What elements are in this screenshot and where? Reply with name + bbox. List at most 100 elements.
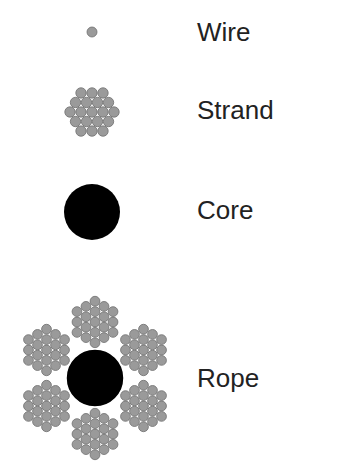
wire-circle (148, 386, 158, 396)
wire-circle (99, 424, 109, 434)
wire-circle (121, 391, 131, 401)
wire-circle (42, 356, 52, 366)
wire-circle (90, 296, 100, 306)
wire-circle (51, 396, 61, 406)
wire-circle (87, 107, 97, 117)
wire-circle (130, 330, 140, 340)
wire-circle (70, 97, 80, 107)
wire-circle (108, 307, 118, 317)
wire-circle (148, 396, 158, 406)
wire-circle (98, 88, 108, 98)
wire-circle (87, 27, 97, 37)
wire-circle (81, 322, 91, 332)
wire-circle (33, 361, 43, 371)
wire-circle (51, 340, 61, 350)
wire-circle (103, 116, 113, 126)
wire-circle (148, 340, 158, 350)
wire-circle (108, 440, 118, 450)
wire-circle (90, 408, 100, 418)
wire-circle (90, 338, 100, 348)
wire-circle (103, 97, 113, 107)
wire-circle (121, 356, 131, 366)
wire-circle (139, 356, 149, 366)
wire-circle (130, 417, 140, 427)
wire-circle (81, 434, 91, 444)
wire-circle (108, 419, 118, 429)
wire-circle (139, 335, 149, 345)
wire-circle (90, 440, 100, 450)
wire-circle (60, 412, 70, 422)
wire-circle (81, 97, 91, 107)
wire-circle (121, 401, 131, 411)
wire-circle (148, 330, 158, 340)
wire-circle (121, 345, 131, 355)
wire-circle (130, 386, 140, 396)
wire-circle (139, 380, 149, 390)
part-label: Strand (197, 97, 274, 123)
wire-circle (42, 345, 52, 355)
wire-circle (130, 340, 140, 350)
wire-circle (33, 386, 43, 396)
wire-circle (33, 350, 43, 360)
wire-circle (87, 126, 97, 136)
wire-circle (72, 429, 82, 439)
wire-circle (108, 328, 118, 338)
wire-circle (99, 434, 109, 444)
wire-circle (24, 391, 34, 401)
wire-circle (33, 396, 43, 406)
wire-circle (90, 419, 100, 429)
wire-circle (81, 116, 91, 126)
wire-circle (76, 107, 86, 117)
wire-circle (24, 335, 34, 345)
wire-circle (157, 401, 167, 411)
wire-circle (51, 350, 61, 360)
wire-circle (72, 440, 82, 450)
wire-circle (81, 312, 91, 322)
wire-circle (139, 366, 149, 376)
core-figure (64, 184, 120, 240)
wire-circle (139, 422, 149, 432)
wire-circle (99, 445, 109, 455)
wire-circle (157, 391, 167, 401)
wire-circle (130, 350, 140, 360)
part-label: Core (197, 197, 253, 223)
wire-circle (60, 391, 70, 401)
wire-circle (81, 414, 91, 424)
wire-circle (130, 396, 140, 406)
wire-circle (42, 422, 52, 432)
wire-circle (81, 333, 91, 343)
rope-figure (24, 296, 167, 459)
wire-circle (60, 345, 70, 355)
wire-circle (42, 380, 52, 390)
wire-circle (157, 345, 167, 355)
wire-circle (24, 412, 34, 422)
wire-circle (72, 419, 82, 429)
wire-circle (148, 361, 158, 371)
wire-circle (33, 330, 43, 340)
wire-circle (157, 335, 167, 345)
wire-circle (109, 107, 119, 117)
wire-circle (148, 417, 158, 427)
wire-circle (60, 335, 70, 345)
wire-circle (92, 97, 102, 107)
wire-figure (87, 27, 97, 37)
wire-circle (65, 107, 75, 117)
wire-circle (24, 345, 34, 355)
wire-circle (33, 340, 43, 350)
wire-circle (51, 330, 61, 340)
wire-circle (148, 406, 158, 416)
wire-circle (130, 361, 140, 371)
wire-circle (99, 333, 109, 343)
wire-circle (72, 307, 82, 317)
wire-circle (24, 356, 34, 366)
wire-circle (60, 401, 70, 411)
wire-circle (70, 116, 80, 126)
wire-circle (148, 350, 158, 360)
wire-circle (90, 450, 100, 460)
wire-circle (51, 386, 61, 396)
wire-circle (92, 116, 102, 126)
wire-circle (24, 401, 34, 411)
wire-circle (139, 324, 149, 334)
wire-circle (99, 312, 109, 322)
wire-circle (98, 126, 108, 136)
